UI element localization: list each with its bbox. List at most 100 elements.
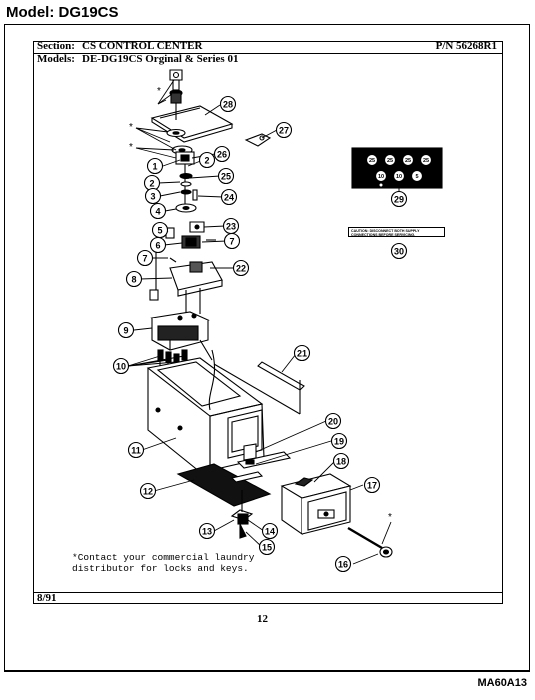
callout-circle [198, 151, 216, 169]
callout-number: 12 [143, 486, 153, 496]
part-28-cover-plate [150, 105, 234, 143]
callout-number: 16 [338, 559, 348, 569]
callout-number: 1 [152, 161, 157, 171]
callout-circle [258, 538, 276, 556]
models-value: DE-DG19CS Orginal & Series 01 [82, 53, 239, 65]
callout-circle [112, 357, 130, 375]
callout-2: 2 [198, 151, 216, 169]
part-17-coin-box [280, 473, 352, 536]
callout-number: 24 [224, 192, 234, 202]
leader-lines [127, 79, 400, 565]
callout-number: 4 [155, 206, 160, 216]
callout-number: 27 [279, 125, 289, 135]
callout-number: 26 [217, 149, 227, 159]
callout-5: 5 [151, 221, 169, 239]
callout-circle [220, 188, 238, 206]
callout-number: 23 [226, 221, 236, 231]
callout-number: 5 [157, 225, 162, 235]
callout-number: 28 [223, 99, 233, 109]
callout-circle [324, 412, 342, 430]
section-value: CS CONTROL CENTER [82, 40, 203, 52]
callout-number: 17 [367, 480, 377, 490]
callout-circle [139, 482, 157, 500]
decal-coin-label: 10 [378, 174, 384, 180]
callout-circle [363, 476, 381, 494]
asterisk-top-key: * [157, 86, 161, 97]
callout-7: 7 [223, 232, 241, 250]
callout-25: 25 [217, 167, 235, 185]
callout-number: 7 [229, 236, 234, 246]
callout-26: 26 [213, 145, 231, 163]
callout-21: 21 [293, 344, 311, 362]
callout-number: 25 [221, 171, 231, 181]
part-23-bracket [189, 221, 205, 233]
callout-circle [293, 344, 311, 362]
callout-circle [219, 95, 237, 113]
part-30-caution-label: CAUTION: DISCONNECT BOTH SUPPLY CONNECTI… [348, 227, 445, 237]
callout-10: 10 [112, 357, 130, 375]
callout-circle [213, 145, 231, 163]
part-13-15-latch [230, 490, 254, 539]
callout-circle [330, 432, 348, 450]
document-code: MA60A13 [477, 677, 527, 689]
part-29-coin-decal [351, 147, 443, 189]
locks-keys-note: *Contact your commercial laundry distrib… [72, 552, 255, 574]
callout-27: 27 [275, 121, 293, 139]
callout-circle [198, 522, 216, 540]
callout-number: 14 [265, 526, 275, 536]
callout-7: 7 [136, 249, 154, 267]
part-9-meter [150, 311, 213, 361]
asterisk-lock-rod: * [388, 512, 392, 523]
callout-28: 28 [219, 95, 237, 113]
callout-6: 6 [149, 236, 167, 254]
outer-frame [4, 24, 530, 672]
decal-coin-label: 5 [415, 174, 418, 180]
callout-circle [127, 441, 145, 459]
callout-number: 21 [297, 348, 307, 358]
header-divider [33, 53, 503, 54]
part-11-console-housing [146, 349, 265, 482]
callout-13: 13 [198, 522, 216, 540]
decal-coin-label: 10 [396, 174, 402, 180]
callout-circle [232, 259, 250, 277]
page-number: 12 [257, 613, 268, 625]
part-20-clip [243, 443, 257, 461]
callout-circle [222, 217, 240, 235]
callout-circle [149, 202, 167, 220]
callout-number: 29 [394, 194, 404, 204]
part-12-gasket [176, 463, 272, 507]
callout-circle [261, 522, 279, 540]
callout-number: 2 [204, 155, 209, 165]
callout-number: 22 [236, 263, 246, 273]
callout-number: 9 [123, 325, 128, 335]
model-title: Model: DG19CS [6, 4, 119, 21]
callout-number: 18 [336, 456, 346, 466]
decal-coin-label: 25 [423, 158, 429, 164]
decal-coin-label: 25 [369, 158, 375, 164]
callout-22: 22 [232, 259, 250, 277]
callout-number: 3 [150, 191, 155, 201]
part-number: P/N 56268R1 [435, 40, 497, 52]
callout-number: 30 [394, 246, 404, 256]
callout-circle [390, 190, 408, 208]
callout-4: 4 [149, 202, 167, 220]
callout-circle [275, 121, 293, 139]
callout-20: 20 [324, 412, 342, 430]
part-19-slide [236, 451, 292, 469]
callout-circle [334, 555, 352, 573]
bottom-divider [4, 670, 530, 671]
part-16-lock-rod [347, 526, 393, 558]
callout-8: 8 [125, 270, 143, 288]
callout-number: 19 [334, 436, 344, 446]
callout-15: 15 [258, 538, 276, 556]
callout-circle [332, 452, 350, 470]
callout-number: 10 [116, 361, 126, 371]
part-8-mounting-bracket [169, 261, 223, 316]
callout-circle [117, 321, 135, 339]
footer-divider [33, 592, 503, 593]
callout-number: 2 [149, 178, 154, 188]
decal-coin-label: 25 [405, 158, 411, 164]
